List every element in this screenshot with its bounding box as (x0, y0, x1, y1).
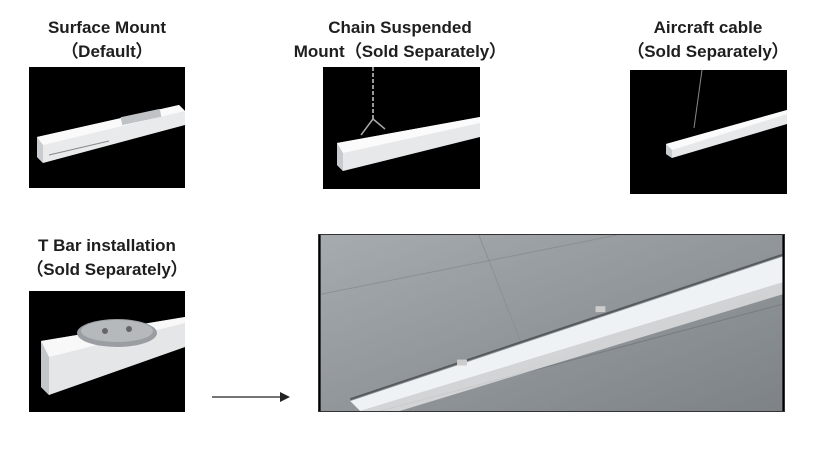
t-bar-title: T Bar installation (38, 236, 176, 255)
t-bar-image (29, 291, 185, 412)
surface-mount-title: Surface Mount (47, 18, 167, 37)
arrow-icon (212, 392, 290, 402)
surface-mount-image (29, 67, 185, 188)
t-bar-subtitle: （Sold Separately） (26, 260, 188, 279)
installed-ceiling-photo (318, 234, 785, 412)
aircraft-cable-title: Aircraft cable (653, 18, 763, 37)
chain-suspended-image (323, 67, 480, 189)
aircraft-cable-subtitle: （Sold Separately） (627, 42, 789, 61)
t-bar-label: T Bar installation （Sold Separately） (7, 234, 207, 282)
surface-mount-label: Surface Mount （Default） (7, 16, 207, 64)
chain-suspended-label: Chain Suspended Mount（Sold Separately） (280, 16, 520, 64)
chain-suspended-title: Chain Suspended (328, 18, 472, 37)
aircraft-cable-label: Aircraft cable （Sold Separately） (608, 16, 808, 64)
aircraft-cable-image (630, 70, 787, 194)
surface-mount-subtitle: （Default） (61, 42, 153, 61)
chain-suspended-subtitle: Mount（Sold Separately） (293, 42, 507, 61)
